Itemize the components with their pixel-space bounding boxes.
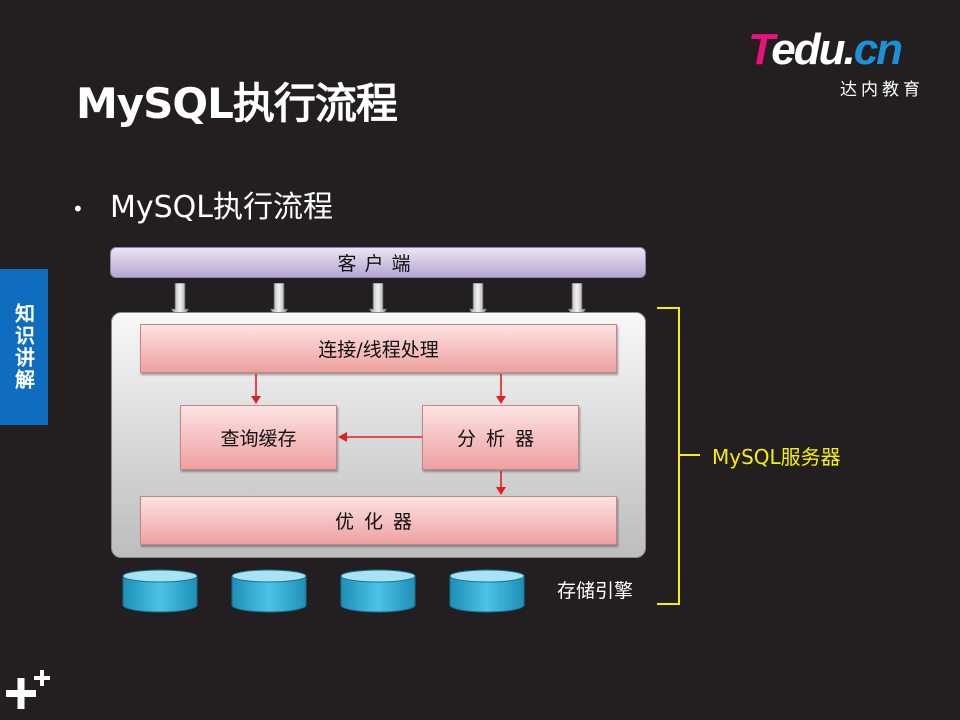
storage-disk-4 [449,569,525,613]
connection-box: 连接/线程处理 [140,324,617,373]
query-cache-label: 查询缓存 [220,428,297,450]
storage-disk-1 [122,569,198,613]
bullet-item: • MySQL执行流程 [72,182,333,226]
tedu-logo: Tedu.cn 达内教育 [748,28,928,101]
analyzer-box: 分析器 [422,405,579,470]
logo-mark-cn: cn [853,25,903,74]
client-bar: 客户端 [110,247,646,278]
storage-engine-label: 存储引擎 [557,580,634,602]
analyzer-label: 分析器 [456,428,544,450]
logo-mark-t: T [748,25,773,74]
logo-mark-rest: edu. [771,25,855,74]
optimizer-box: 优化器 [140,496,617,545]
bullet-text: MySQL执行流程 [110,190,334,225]
storage-disk-2 [231,569,307,613]
optimizer-label: 优化器 [334,511,422,533]
client-label: 客户端 [337,253,419,275]
mysql-server-label: MySQL服务器 [712,445,841,469]
side-tab-label: 知识讲解 [11,303,36,391]
storage-disk-3 [340,569,416,613]
plus-plus-icon [6,670,50,709]
bullet-marker: • [72,196,84,221]
query-cache-box: 查询缓存 [180,405,337,470]
side-tab: 知识讲解 [0,269,48,425]
slide-title: MySQL执行流程 [76,79,398,128]
connection-label: 连接/线程处理 [318,339,439,361]
logo-wordmark: Tedu.cn [748,28,928,72]
logo-subtitle: 达内教育 [840,80,924,100]
